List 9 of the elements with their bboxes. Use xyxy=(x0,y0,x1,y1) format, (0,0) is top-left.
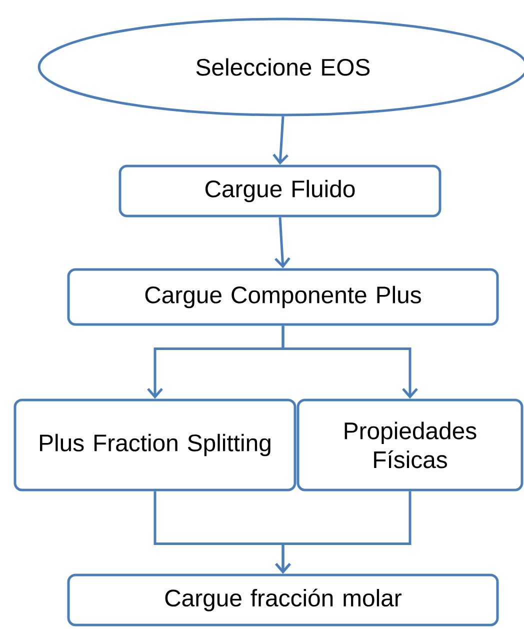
process-box: Cargue Fluido xyxy=(118,164,442,218)
process-box: Plus Fraction Splitting xyxy=(14,398,296,492)
process-box: Cargue Componente Plus xyxy=(67,268,499,326)
arrow xyxy=(274,217,290,268)
process-box: Cargue fracción molar xyxy=(67,574,499,626)
arrow xyxy=(275,491,412,574)
process-box: Propiedades Físicas xyxy=(296,398,524,492)
arrow xyxy=(272,116,288,165)
arrow xyxy=(282,326,418,399)
